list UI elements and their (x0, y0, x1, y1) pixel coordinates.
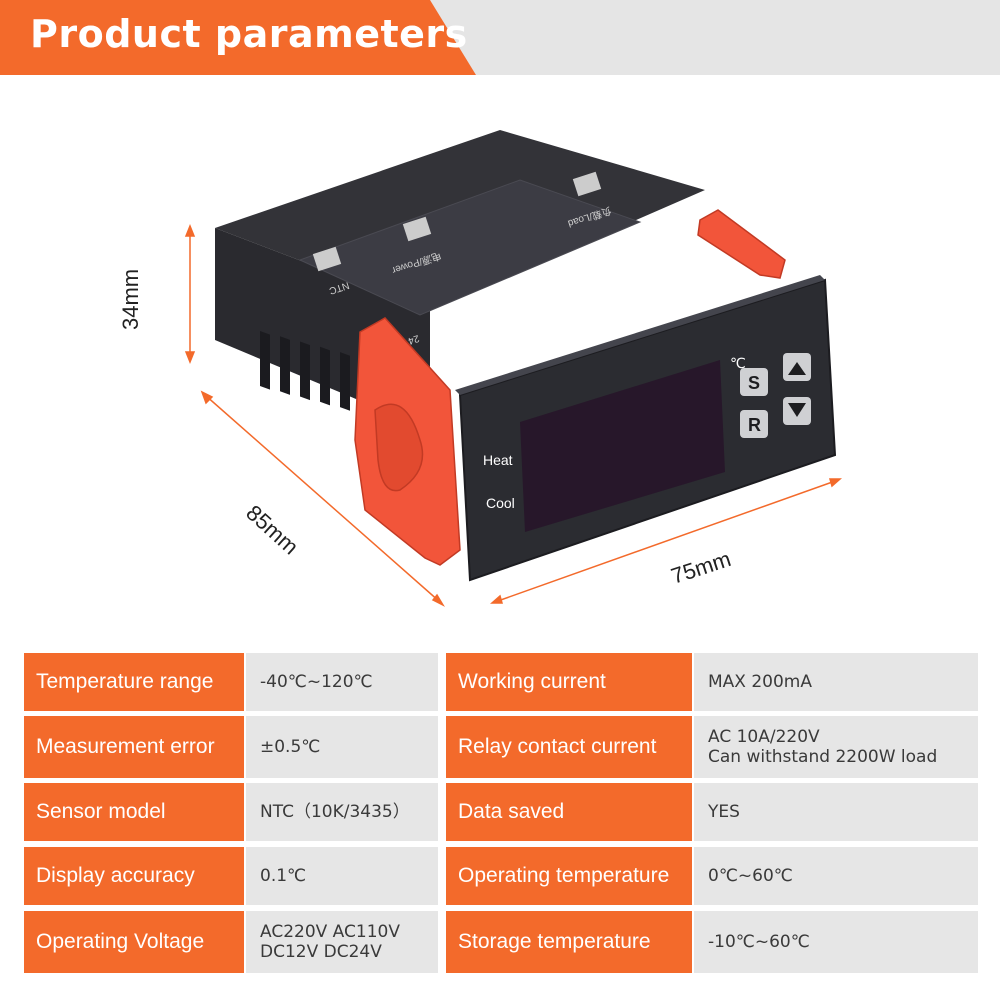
spec-label-operating-temperature: Operating temperature (446, 847, 692, 905)
celsius-symbol: ℃ (730, 356, 746, 372)
cool-label: Cool (486, 495, 515, 511)
height-dimension-label: 34mm (118, 268, 143, 330)
display-window (520, 360, 725, 532)
spec-label-relay-contact-current: Relay contact current (446, 716, 692, 778)
spec-label-temperature-range: Temperature range (24, 653, 244, 711)
relay-current-line2: Can withstand 2200W load (708, 747, 938, 767)
spec-label-sensor-model: Sensor model (24, 783, 244, 841)
relay-current-line1: AC 10A/220V (708, 726, 820, 747)
up-arrow-icon (788, 362, 806, 375)
spec-label-data-saved: Data saved (446, 783, 692, 841)
r-button-label: R (748, 415, 761, 435)
r-button (740, 410, 768, 438)
spec-value-display-accuracy: 0.1℃ (246, 847, 438, 905)
spec-table: Temperature range -40℃~120℃ Working curr… (24, 653, 978, 973)
spec-value-sensor-model: NTC（10K/3435） (246, 783, 438, 841)
page-title: Product parameters (30, 12, 468, 56)
spec-label-display-accuracy: Display accuracy (24, 847, 244, 905)
spec-value-operating-temperature: 0℃~60℃ (694, 847, 978, 905)
spec-label-working-current: Working current (446, 653, 692, 711)
spec-value-relay-contact-current: AC 10A/220V Can withstand 2200W load (694, 716, 978, 778)
spec-value-operating-voltage: AC220V AC110V DC12V DC24V (246, 911, 438, 973)
dimension-lines (184, 223, 842, 607)
vent-slots (260, 330, 350, 411)
spec-value-storage-temperature: -10℃~60℃ (694, 911, 978, 973)
s-button-label: S (748, 373, 760, 393)
mounting-clip-left (354, 317, 461, 566)
spec-label-storage-temperature: Storage temperature (446, 911, 692, 973)
button-set: S R (740, 353, 811, 438)
product-image: NTC 电源/Power 负载/Load 24V ℃ Heat Cool S R (184, 130, 842, 607)
spec-value-measurement-error: ±0.5℃ (246, 716, 438, 778)
spec-value-data-saved: YES (694, 783, 978, 841)
s-button (740, 368, 768, 396)
operating-voltage-line2: DC12V DC24V (260, 942, 382, 962)
front-panel-edge (455, 275, 825, 395)
header-accent (0, 0, 476, 75)
spec-value-temperature-range: -40℃~120℃ (246, 653, 438, 711)
label-plate (298, 179, 642, 316)
spec-label-operating-voltage: Operating Voltage (24, 911, 244, 973)
down-arrow-icon (788, 403, 806, 417)
operating-voltage-line1: AC220V AC110V (260, 921, 400, 942)
spec-value-working-current: MAX 200mA (694, 653, 978, 711)
spec-label-measurement-error: Measurement error (24, 716, 244, 778)
mounting-clip-right (697, 209, 786, 279)
heat-label: Heat (483, 452, 513, 468)
